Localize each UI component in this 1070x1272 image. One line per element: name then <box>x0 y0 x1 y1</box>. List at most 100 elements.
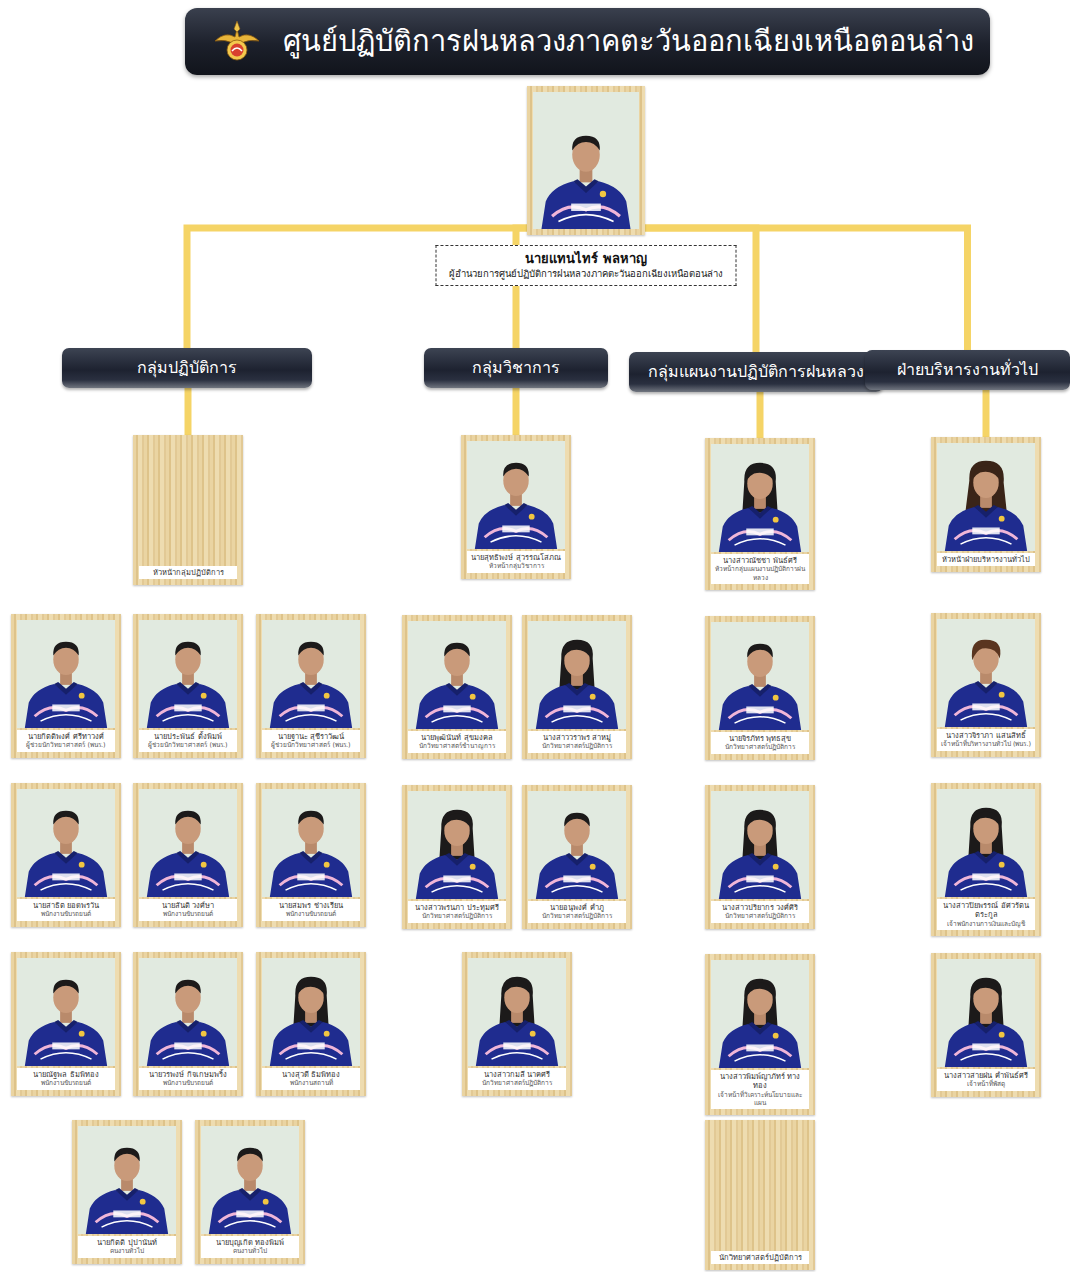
collar-shape <box>748 1022 772 1035</box>
photo-area <box>139 958 237 1066</box>
caption-box: นายกิตติ ปุปานันท์คนงานทั่วไป <box>78 1236 176 1258</box>
staff-name: นางสาวปริยากร วงศ์ศิริ <box>714 903 806 912</box>
hair-shape <box>444 643 470 657</box>
badge-dot <box>79 1031 85 1037</box>
badge-dot <box>773 695 779 701</box>
caption-box: นายสันติ วงศ์ษาพนักงานขับรถยนต์ <box>139 899 237 921</box>
shirt-pattern <box>41 1053 92 1059</box>
staff-card: นายพุฒินันท์ สุขมงคลนักวิทยาศาสตร์ชำนาญก… <box>402 615 512 759</box>
shirt-pattern <box>735 539 786 545</box>
caption-box: นางสาวณัชชา พันธ์ศรีหัวหน้ากลุ่มแผนงานปฏ… <box>711 554 809 584</box>
collar-shape <box>299 1020 323 1033</box>
badge-dot <box>201 1031 207 1037</box>
hair-shape <box>298 642 324 656</box>
staff-name: หัวหน้าฝ่ายบริหารงานทั่วไป <box>940 555 1032 564</box>
badge-dot <box>529 514 535 520</box>
shirt-logo <box>174 1042 201 1049</box>
shirt-pattern <box>961 538 1012 544</box>
hair-shape <box>503 463 529 477</box>
staff-position: พนักงานสถานที่ <box>265 1079 357 1087</box>
staff-card: นางสาวปิยพรรณ์ อัศวรัตนตระกูลเจ้าพนักงาน… <box>931 783 1041 936</box>
shirt-pattern <box>163 715 214 721</box>
staff-name: นายอนุพงศ์ คำภู <box>531 903 623 912</box>
group-name: กลุ่มวิชาการ <box>424 348 608 388</box>
staff-name: นายบุญเกิด ทองพิมพ์ <box>204 1238 296 1247</box>
staff-name: นางสาวปิยพรรณ์ อัศวรัตนตระกูล <box>940 901 1032 920</box>
hair-shape <box>175 811 201 825</box>
staff-card: นายฐานะ สุชีราวัฒน์ผู้ช่วยนักวิทยาศาสตร์… <box>256 614 366 758</box>
collar-shape <box>573 179 598 193</box>
hair-shape <box>972 640 1001 661</box>
head-shape <box>747 984 772 1015</box>
caption-box: นายสมพร ช่างเรียนพนักงานขับรถยนต์ <box>262 899 360 921</box>
hair-shape <box>298 811 324 825</box>
collar-shape <box>748 853 772 866</box>
photo-area <box>262 620 360 728</box>
shirt-pattern <box>492 1053 543 1059</box>
photo-area <box>408 791 506 899</box>
staff-name: นางสาวจิราภา แสนสิทธิ์ <box>940 731 1032 740</box>
badge-dot <box>140 1199 146 1205</box>
collar-shape <box>238 1188 262 1201</box>
shirt-logo <box>746 875 773 882</box>
staff-card: นางสาวพิมพ์ญาภัทร์ ทางทองเจ้าหน้าที่วิเค… <box>705 954 815 1115</box>
hair-shape <box>53 642 79 656</box>
caption-box: นางสาวจิราภา แสนสิทธิ์เจ้าหน้าที่บริหารง… <box>937 729 1035 751</box>
badge-dot <box>324 693 330 699</box>
hair-shape <box>237 1148 263 1162</box>
photo-area <box>937 443 1035 551</box>
staff-photo <box>17 958 115 1066</box>
hair-shape <box>114 1148 140 1162</box>
staff-photo <box>937 619 1035 727</box>
photo-area <box>139 789 237 897</box>
photo-area <box>78 1126 176 1234</box>
staff-photo <box>711 960 809 1068</box>
staff-name: นายจิรภัทร พุทธสุข <box>714 734 806 743</box>
staff-position: พนักงานขับรถยนต์ <box>142 910 234 918</box>
staff-card: นายจิรภัทร พุทธสุขนักวิทยาศาสตร์ปฏิบัติก… <box>705 616 815 760</box>
staff-position: นักวิทยาศาสตร์ชำนาญการ <box>411 742 503 750</box>
badge-dot <box>324 862 330 868</box>
caption-box: นายกิตติพงศ์ ศรีทาวงศ์ผู้ช่วยนักวิทยาศาส… <box>17 730 115 752</box>
staff-photo <box>139 958 237 1066</box>
org-connector <box>185 388 192 435</box>
staff-card: นายอนุพงศ์ คำภูนักวิทยาศาสตร์ปฏิบัติการ <box>522 785 632 929</box>
head-shape <box>504 982 529 1013</box>
head-shape <box>444 815 469 846</box>
staff-position: นักวิทยาศาสตร์ปฏิบัติการ <box>471 1079 563 1087</box>
shirt-pattern <box>225 1221 276 1227</box>
collar-shape <box>54 682 78 695</box>
staff-name: นายสันติ วงศ์ษา <box>142 901 234 910</box>
staff-photo <box>468 958 566 1066</box>
badge-dot <box>999 1032 1005 1038</box>
caption-box: นางสาวพิมพ์ญาภัทร์ ทางทองเจ้าหน้าที่วิเค… <box>711 1070 809 1109</box>
director-card: นายแทนไทร์ พลหาญผู้อำนวยการศูนย์ปฏิบัติก… <box>527 86 645 235</box>
photo-area <box>937 959 1035 1067</box>
head-shape <box>747 468 772 499</box>
staff-position: นักวิทยาศาสตร์ปฏิบัติการ <box>714 743 806 751</box>
hair-shape <box>53 811 79 825</box>
photo-area <box>201 1126 299 1234</box>
collar-shape <box>974 1021 998 1034</box>
hair-shape <box>439 810 474 860</box>
badge-dot <box>773 517 779 523</box>
staff-position: ผู้ช่วยนักวิทยาศาสตร์ (พนร.) <box>142 741 234 749</box>
vacant-card: หัวหน้ากลุ่มปฏิบัติการ <box>133 435 243 585</box>
photo-area <box>17 958 115 1066</box>
photo-area <box>937 789 1035 897</box>
staff-name: นายสุทธิพงษ์ สุวรรณโสภณ <box>470 553 562 562</box>
collar-shape <box>565 683 589 696</box>
staff-photo <box>711 622 809 730</box>
staff-position: หัวหน้ากลุ่มวิชาการ <box>470 562 562 570</box>
staff-name: นางสาวพรนภา ประทุมศรี <box>411 903 503 912</box>
caption-box: นางสาวสายฝน คำพันธ์ศรีเจ้าหน้าที่พัสดุ <box>937 1069 1035 1091</box>
staff-photo <box>937 789 1035 897</box>
hair-shape <box>499 977 534 1027</box>
photo-area <box>467 441 565 549</box>
collar-shape <box>748 684 772 697</box>
group-name: ฝ่ายบริหารงานทั่วไป <box>865 350 1070 390</box>
badge-dot <box>470 694 476 700</box>
hair-shape <box>747 467 772 480</box>
photo-area <box>408 621 506 729</box>
staff-card: นางสาวปริยากร วงศ์ศิรินักวิทยาศาสตร์ปฏิบ… <box>705 785 815 929</box>
